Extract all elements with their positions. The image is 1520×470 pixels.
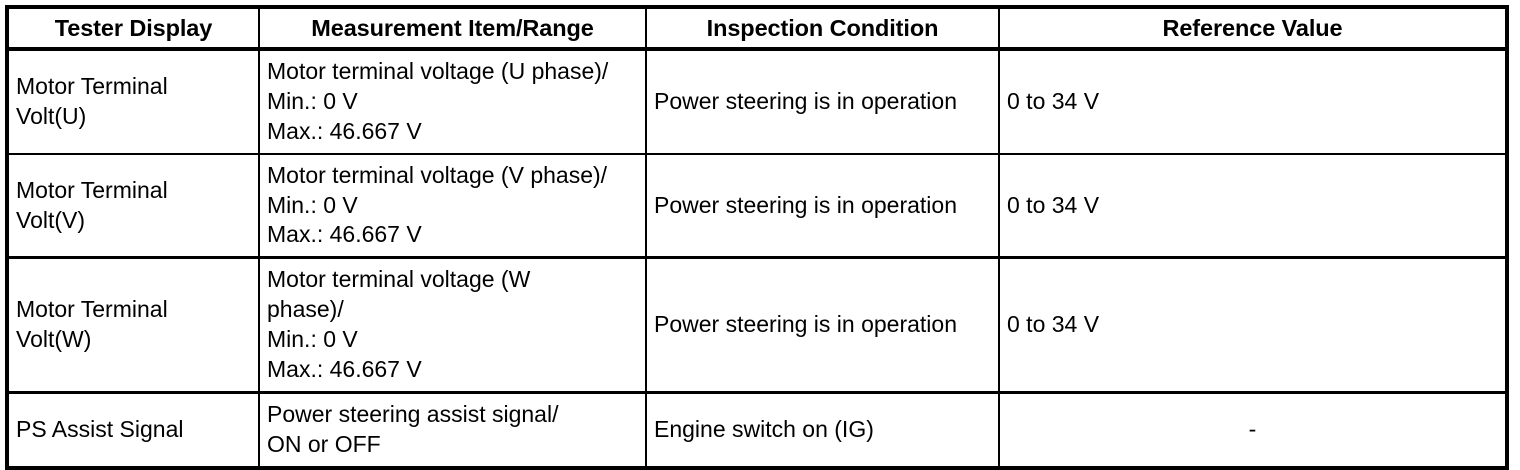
column-header-tester-display: Tester Display [7, 7, 260, 51]
cell-measurement-item-range: Power steering assist signal/ ON or OFF [258, 392, 647, 468]
cell-measurement-item-range: Motor terminal voltage (U phase)/ Min.: … [258, 49, 647, 155]
text-line: Min.: 0 V [267, 191, 358, 218]
cell-reference-value: 0 to 34 V [998, 257, 1507, 394]
text-line: Motor terminal voltage (W [267, 266, 531, 293]
diagnostic-spec-table: Tester Display Measurement Item/Range In… [5, 5, 1509, 470]
cell-reference-value: - [998, 392, 1507, 468]
text-line: Volt(V) [16, 206, 86, 233]
text-line: Volt(U) [16, 102, 87, 129]
text-line: Power steering is in operation [654, 311, 957, 338]
text-line: Motor terminal voltage (V phase)/ [267, 161, 608, 188]
text-line: 0 to 34 V [1007, 311, 1100, 338]
text-line: 0 to 34 V [1007, 191, 1100, 218]
cell-inspection-condition: Power steering is in operation [645, 257, 1000, 394]
text-line: Power steering is in operation [654, 87, 957, 114]
text-line: Max.: 46.667 V [267, 356, 422, 383]
cell-tester-display: Motor Terminal Volt(V) [7, 153, 260, 260]
text-line: Min.: 0 V [267, 326, 358, 353]
text-line: Max.: 46.667 V [267, 221, 422, 248]
cell-measurement-item-range: Motor terminal voltage (W phase)/ Min.: … [258, 257, 647, 394]
cell-inspection-condition: Engine switch on (IG) [645, 392, 1000, 468]
header-row: Tester Display Measurement Item/Range In… [7, 7, 1507, 51]
column-header-inspection-condition: Inspection Condition [645, 7, 1000, 51]
cell-inspection-condition: Power steering is in operation [645, 49, 1000, 155]
cell-measurement-item-range: Motor terminal voltage (V phase)/ Min.: … [258, 153, 647, 260]
table-row: Motor Terminal Volt(V) Motor terminal vo… [7, 153, 1507, 260]
text-line: Motor terminal voltage (U phase)/ [267, 58, 609, 84]
text-line: Power steering is in operation [654, 191, 957, 218]
cell-tester-display: PS Assist Signal [7, 392, 260, 468]
column-header-reference-value: Reference Value [998, 7, 1507, 51]
table-row: Motor Terminal Volt(W) Motor terminal vo… [7, 257, 1507, 394]
text-line: Engine switch on (IG) [654, 415, 874, 442]
text-line: Motor Terminal [16, 296, 168, 323]
text-line: ON or OFF [267, 430, 381, 457]
cell-reference-value: 0 to 34 V [998, 153, 1507, 260]
text-line: 0 to 34 V [1007, 87, 1100, 114]
text-line: Max.: 46.667 V [267, 117, 422, 144]
text-line: phase)/ [267, 296, 344, 323]
text-line: Power steering assist signal/ [267, 400, 559, 427]
text-line: PS Assist Signal [16, 415, 184, 442]
text-line: Motor Terminal [16, 176, 168, 203]
text-line: Volt(W) [16, 326, 92, 353]
table-row: PS Assist Signal Power steering assist s… [7, 392, 1507, 468]
text-line: - [1248, 415, 1257, 442]
text-line: Motor Terminal [16, 72, 168, 99]
cell-reference-value: 0 to 34 V [998, 49, 1507, 155]
table-body: Motor Terminal Volt(U) Motor terminal vo… [7, 49, 1507, 468]
column-header-measurement-item-range: Measurement Item/Range [258, 7, 647, 51]
cell-inspection-condition: Power steering is in operation [645, 153, 1000, 260]
table-row: Motor Terminal Volt(U) Motor terminal vo… [7, 49, 1507, 155]
cell-tester-display: Motor Terminal Volt(W) [7, 257, 260, 394]
table-header: Tester Display Measurement Item/Range In… [7, 7, 1507, 51]
cell-tester-display: Motor Terminal Volt(U) [7, 49, 260, 155]
text-line: Min.: 0 V [267, 87, 358, 114]
spec-table-container: Tester Display Measurement Item/Range In… [5, 5, 1509, 470]
